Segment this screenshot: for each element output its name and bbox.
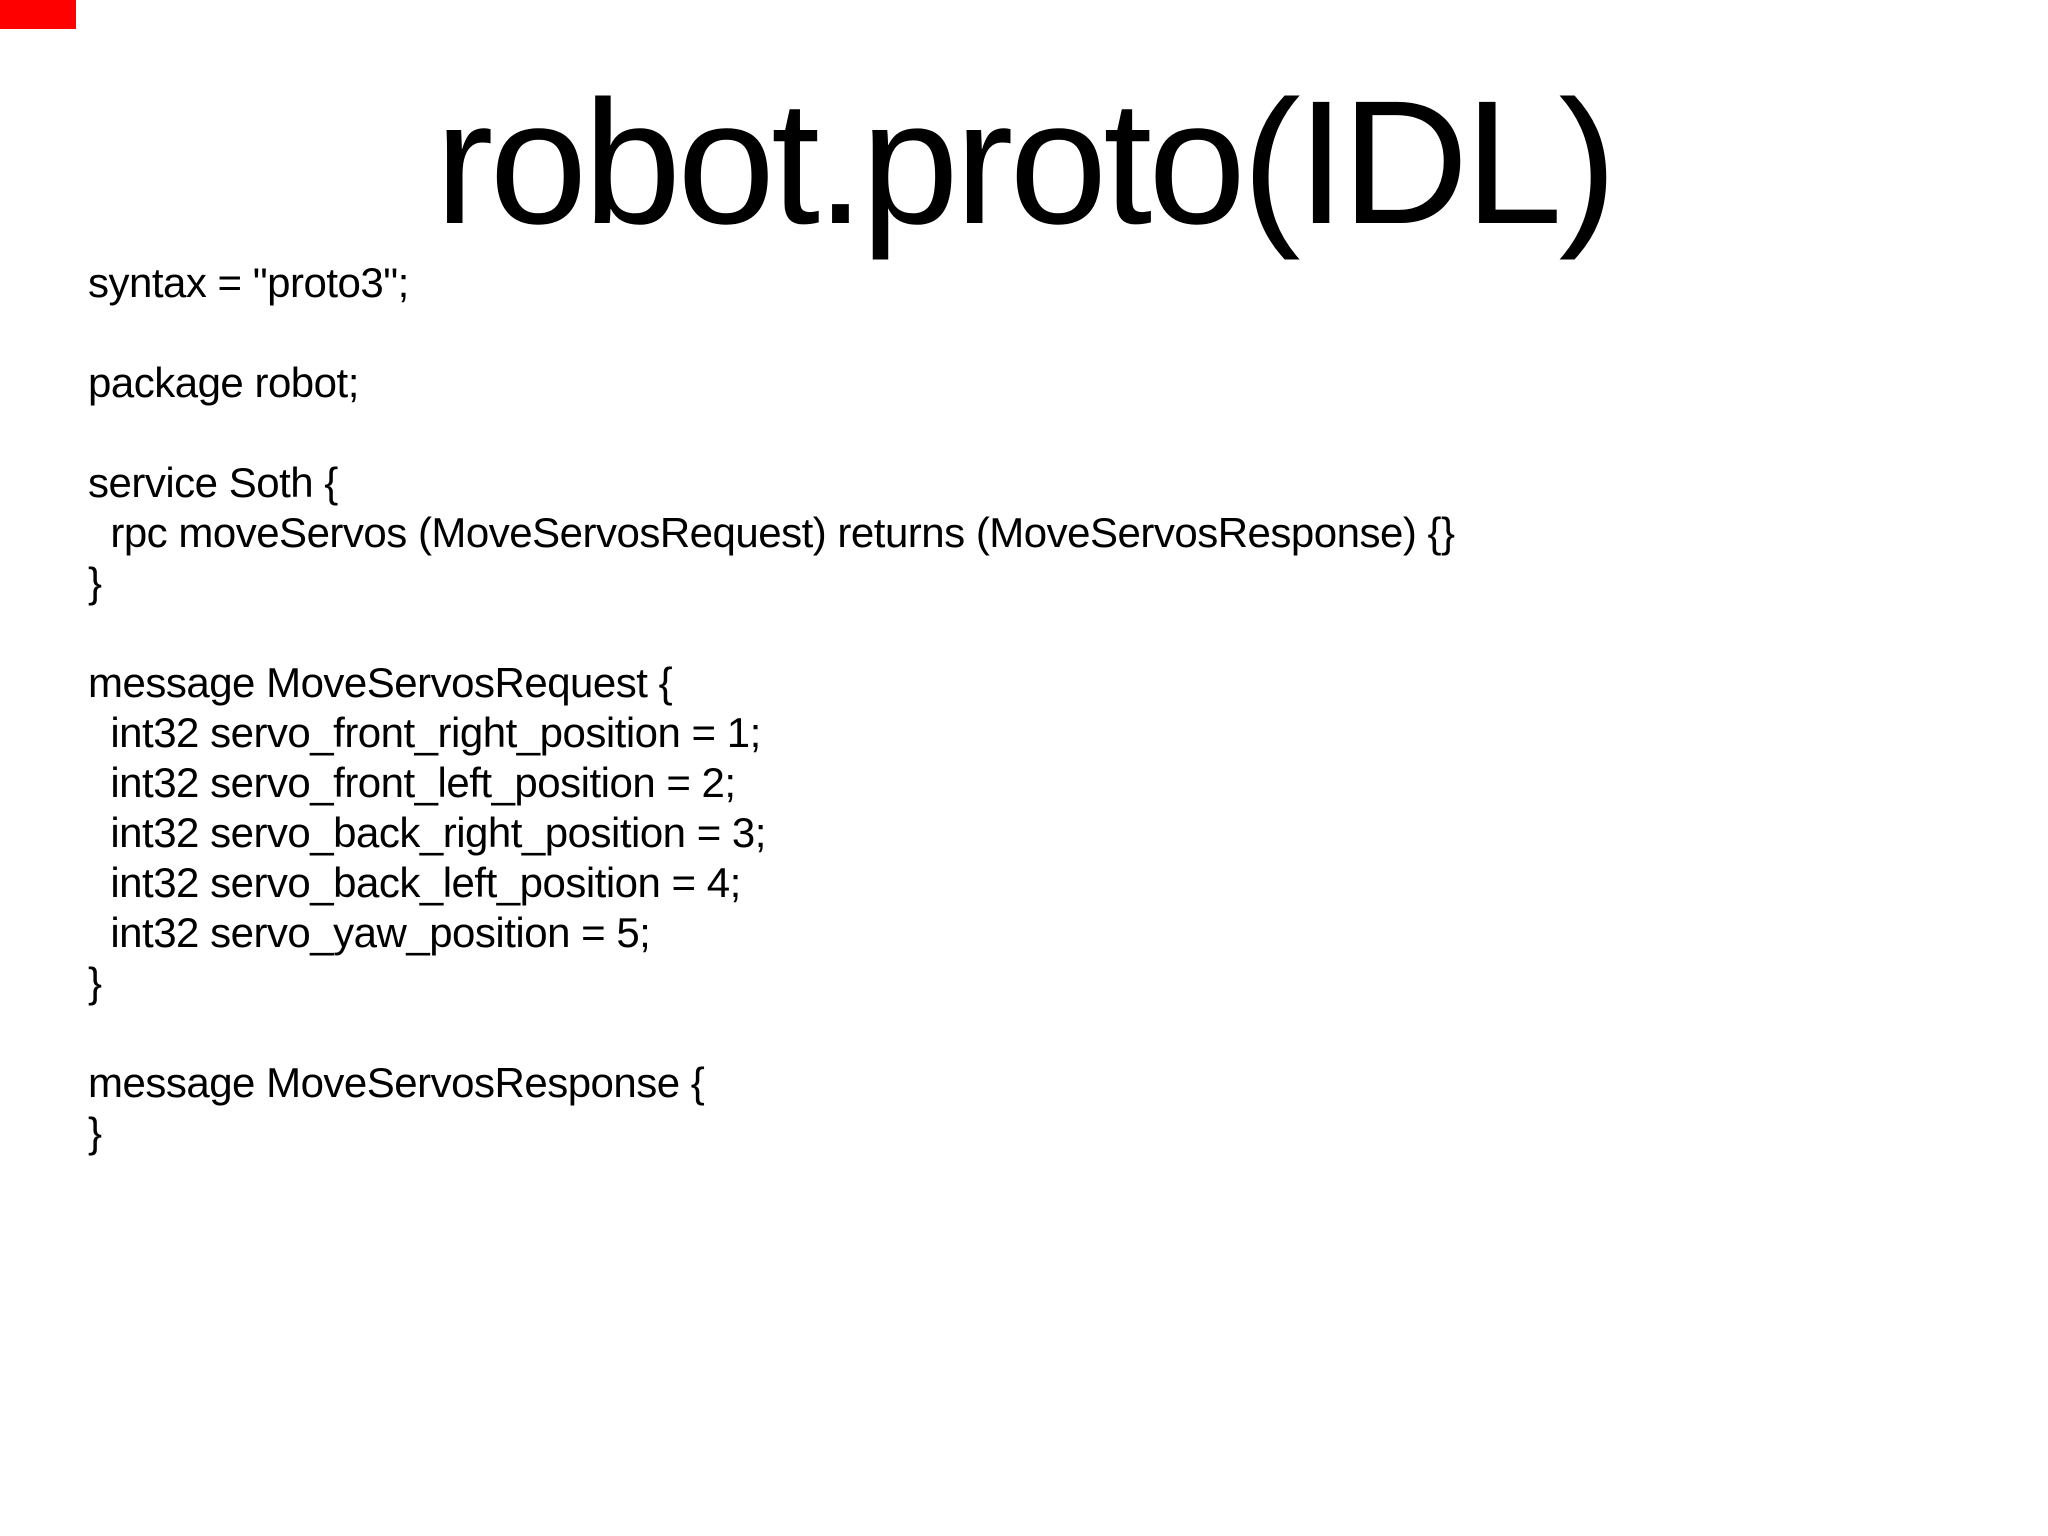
code-line: rpc moveServos (MoveServosRequest) retur… [88,509,1455,556]
code-line: message MoveServosRequest { [88,659,673,706]
code-line: int32 servo_back_left_position = 4; [88,859,741,906]
code-line: message MoveServosResponse { [88,1059,705,1106]
code-line: int32 servo_front_left_position = 2; [88,759,736,806]
code-line: package robot; [88,359,359,406]
code-block: syntax = "proto3"; package robot; service … [88,258,1988,1158]
code-line [88,408,1988,458]
code-line: int32 servo_yaw_position = 5; [88,909,651,956]
code-line [88,608,1988,658]
code-line: service Soth { [88,459,338,506]
code-line [88,1008,1988,1058]
code-line: int32 servo_front_right_position = 1; [88,709,761,756]
slide-title: robot.proto(IDL) [434,65,1617,261]
code-line [88,308,1988,358]
code-line: } [88,559,102,606]
code-line: int32 servo_back_right_position = 3; [88,809,766,856]
code-line: syntax = "proto3"; [88,259,409,306]
red-corner-marker [0,0,76,29]
code-line: } [88,959,102,1006]
code-line: } [88,1109,102,1156]
